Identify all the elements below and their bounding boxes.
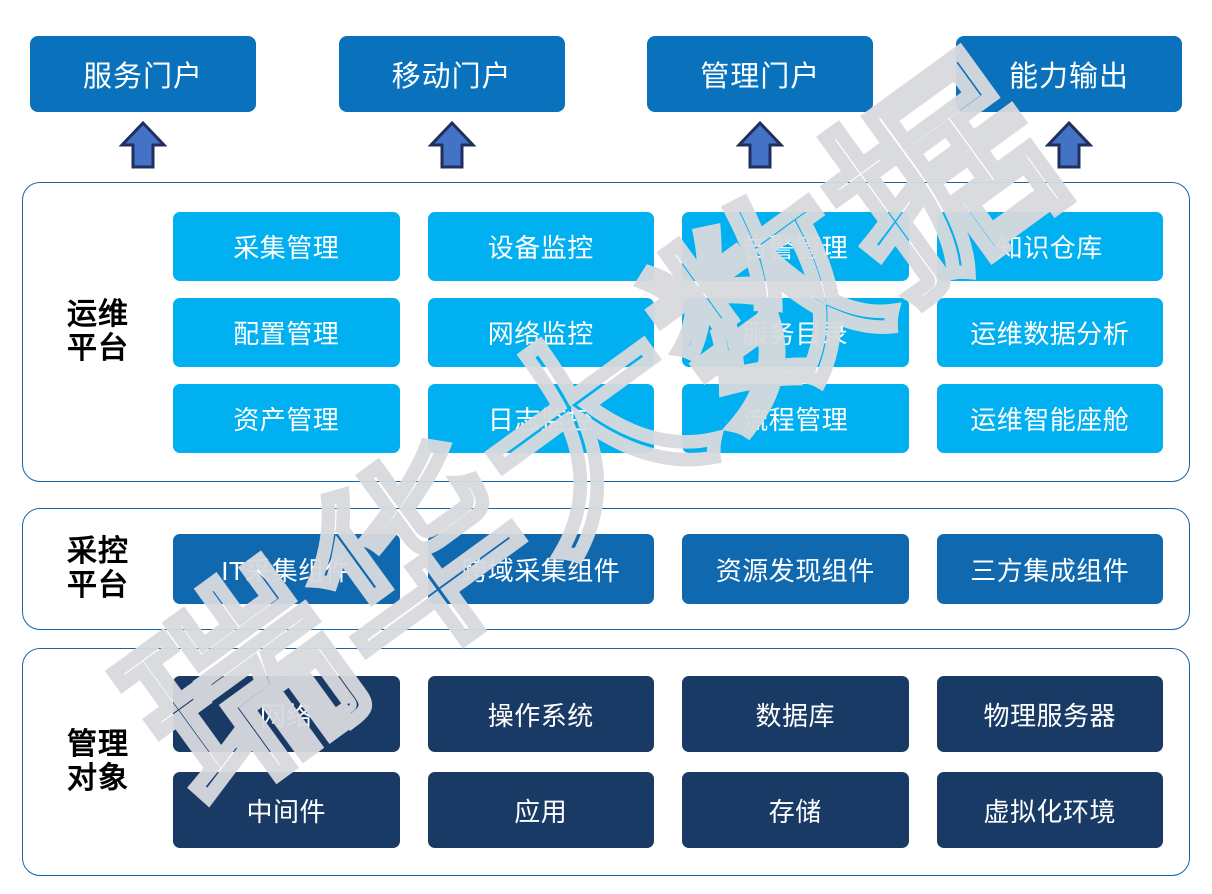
section-ops-platform: 运维 平台 采集管理 设备监控 告警管理 知识仓库 配置管理 网络监控 服务目录…	[22, 182, 1190, 482]
module-card[interactable]: 配置管理	[173, 297, 400, 367]
portal-button-row: 服务门户 移动门户 管理门户 能力输出	[30, 36, 1182, 112]
arrow-up-icon	[1045, 120, 1093, 169]
module-card[interactable]: 流程管理	[682, 383, 909, 453]
portal-button-service[interactable]: 服务门户	[30, 36, 256, 112]
section-label-managed-objects: 管理 对象	[67, 727, 129, 795]
arrow-cell-mobile	[339, 120, 565, 172]
module-card[interactable]: IT采集组件	[173, 534, 400, 604]
module-card[interactable]: 应用	[427, 772, 654, 848]
grid-row: 配置管理 网络监控 服务目录 运维数据分析	[173, 297, 1163, 367]
section-grid-collection-platform: IT采集组件 跨域采集组件 资源发现组件 三方集成组件	[173, 534, 1189, 604]
section-collection-platform: 采控 平台 IT采集组件 跨域采集组件 资源发现组件 三方集成组件	[22, 508, 1190, 630]
module-card[interactable]: 中间件	[173, 772, 400, 848]
module-card[interactable]: 告警管理	[682, 211, 909, 281]
section-grid-ops-platform: 采集管理 设备监控 告警管理 知识仓库 配置管理 网络监控 服务目录 运维数据分…	[173, 211, 1189, 453]
section-grid-managed-objects: 网络 操作系统 数据库 物理服务器 中间件 应用 存储 虚拟化环境	[173, 676, 1189, 848]
section-managed-objects: 管理 对象 网络 操作系统 数据库 物理服务器 中间件 应用 存储 虚拟化环境	[22, 648, 1190, 876]
portal-button-capability[interactable]: 能力输出	[955, 36, 1182, 112]
module-card[interactable]: 知识仓库	[936, 211, 1163, 281]
grid-row: 中间件 应用 存储 虚拟化环境	[173, 772, 1163, 848]
module-card[interactable]: 网络监控	[427, 297, 654, 367]
module-card[interactable]: 数据库	[682, 676, 909, 752]
module-card[interactable]: 采集管理	[173, 211, 400, 281]
module-card[interactable]: 服务目录	[682, 297, 909, 367]
grid-row: 资产管理 日志监控 流程管理 运维智能座舱	[173, 383, 1163, 453]
module-card[interactable]: 资源发现组件	[682, 534, 909, 604]
module-card[interactable]: 虚拟化环境	[936, 772, 1163, 848]
module-card[interactable]: 存储	[682, 772, 909, 848]
module-card[interactable]: 操作系统	[427, 676, 654, 752]
module-card[interactable]: 网络	[173, 676, 400, 752]
module-card[interactable]: 跨域采集组件	[427, 534, 654, 604]
portal-button-management[interactable]: 管理门户	[647, 36, 874, 112]
module-card[interactable]: 三方集成组件	[936, 534, 1163, 604]
module-card[interactable]: 运维智能座舱	[936, 383, 1163, 453]
module-card[interactable]: 物理服务器	[936, 676, 1163, 752]
section-label-collection-platform: 采控 平台	[67, 534, 129, 602]
arrow-up-icon	[119, 120, 167, 169]
grid-row: IT采集组件 跨域采集组件 资源发现组件 三方集成组件	[173, 534, 1163, 604]
grid-row: 采集管理 设备监控 告警管理 知识仓库	[173, 211, 1163, 281]
module-card[interactable]: 运维数据分析	[936, 297, 1163, 367]
grid-row: 网络 操作系统 数据库 物理服务器	[173, 676, 1163, 752]
arrow-cell-capability	[956, 120, 1182, 172]
arrow-cell-service	[30, 120, 256, 172]
module-card[interactable]: 日志监控	[427, 383, 654, 453]
arrow-row	[30, 120, 1182, 172]
module-card[interactable]: 设备监控	[427, 211, 654, 281]
portal-button-mobile[interactable]: 移动门户	[338, 36, 565, 112]
section-label-ops-platform: 运维 平台	[67, 297, 129, 365]
arrow-up-icon	[427, 120, 476, 169]
arrow-cell-management	[647, 120, 873, 172]
module-card[interactable]: 资产管理	[173, 383, 400, 453]
arrow-up-icon	[736, 120, 785, 169]
